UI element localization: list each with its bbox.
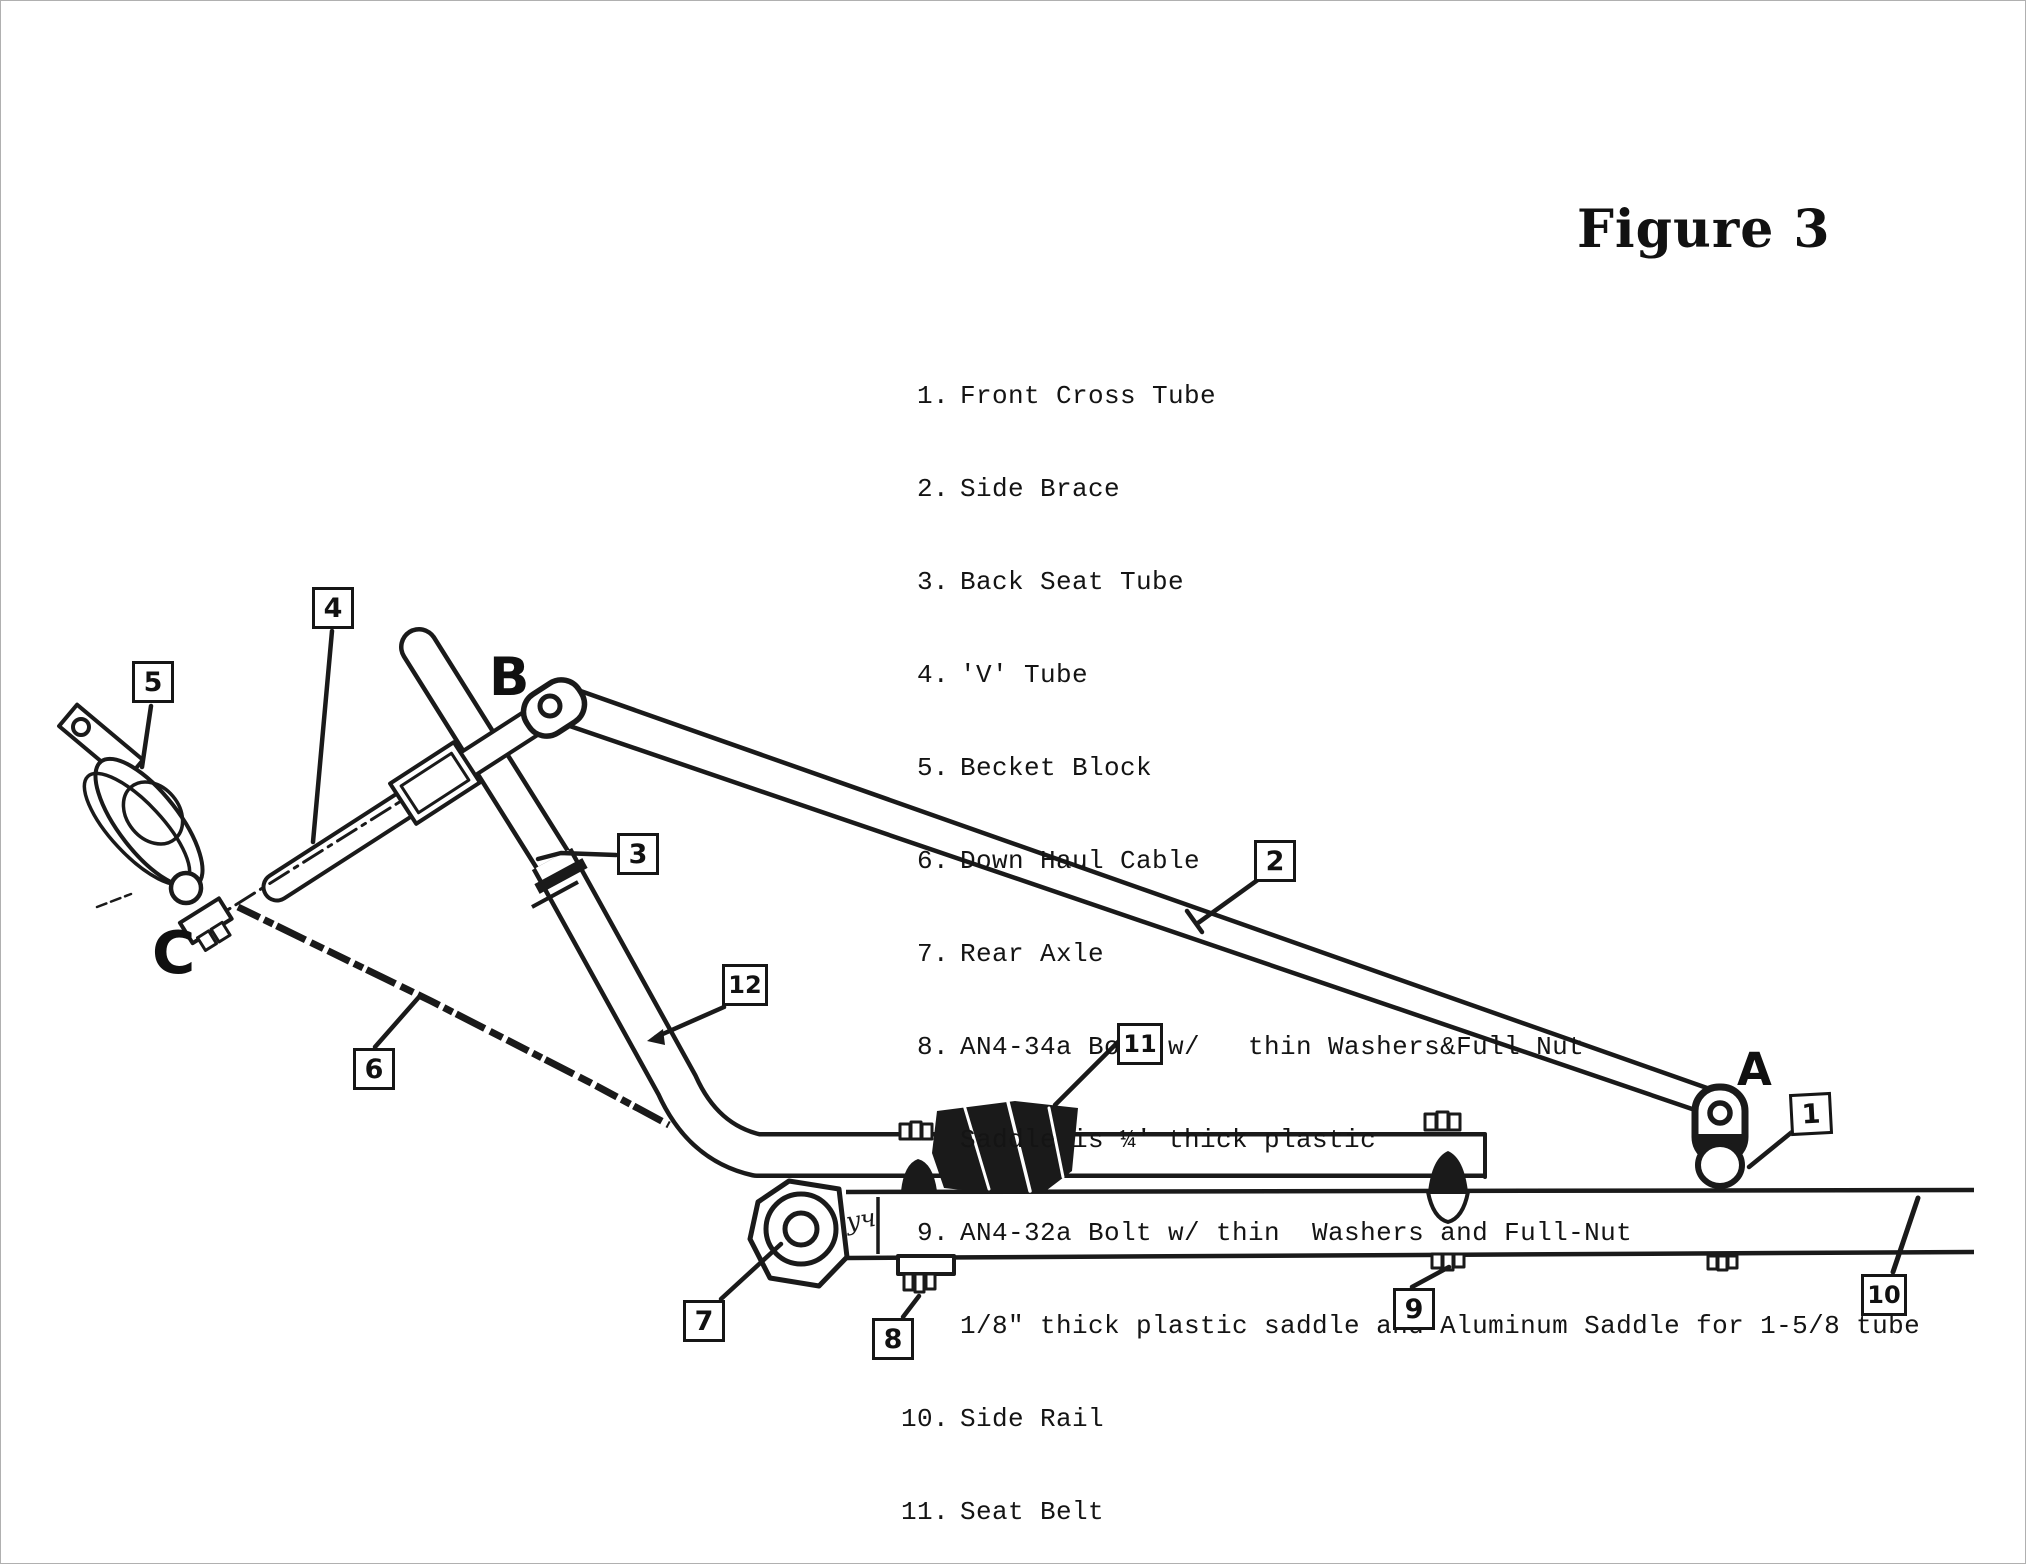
side-rail-lines [845,1187,1975,1261]
tube-joint-collar [531,858,588,909]
point-label-b: B [489,647,530,708]
v-tube-clamp [388,740,482,826]
point-a-front-cross-tube [1691,1083,1749,1272]
bolt-8-stack [896,1120,956,1294]
legend-item-7: 7.Rear Axle [916,939,1105,969]
legend-item-6: 6.Down Haul Cable [916,846,1201,876]
legend-item-1: 1.Front Cross Tube [916,381,1217,411]
down-haul-cable-line [236,903,671,1129]
callout-box-4: 4 [312,587,354,629]
seat-side-tube [531,847,1487,1179]
side-brace-lines [555,685,1710,1114]
callout-leader-lines [139,628,1795,1320]
legend-item-2: 2.Side Brace [916,474,1121,504]
callout-box-6: 6 [353,1048,395,1090]
callout-box-8: 8 [872,1318,914,1360]
seat-belt-wrap [932,1100,1078,1194]
side-rail-tick [1890,1195,1921,1275]
callout-box-5: 5 [132,661,174,703]
legend-item-4: 4.'V' Tube [916,660,1089,690]
point-b-clevis [520,677,588,739]
handwritten-mark: yч [843,1202,878,1237]
legend-item-10: 10.Side Rail [900,1404,1105,1434]
legend-item-3: 3.Back Seat Tube [916,567,1185,597]
figure-title: Figure 3 [1577,199,1831,260]
callout-box-3: 3 [617,833,659,875]
parts-legend: 1.Front Cross Tube 2.Side Brace 3.Back S… [894,319,1921,1563]
callout-box-12: 12 [722,964,768,1006]
legend-item-5: 5.Becket Block [916,753,1153,783]
legend-item-9: 9.AN4-32a Bolt w/ thin Washers and Full-… [916,1218,1633,1248]
point-label-c: C [152,918,196,987]
legend-item-9-cont: 1/8" thick plastic saddle and Aluminum S… [960,1311,1921,1341]
callout-box-11: 11 [1117,1023,1163,1065]
callout-box-10: 10 [1861,1274,1907,1316]
callout-box-9: 9 [1393,1288,1435,1330]
bolt-9-stack [1423,1110,1470,1272]
v-tube [200,695,566,928]
legend-item-8: 8.AN4-34a Bolt w/ thin Washers&Full Nut [916,1032,1585,1062]
legend-item-11: 11.Seat Belt [900,1497,1105,1527]
point-label-a: A [1737,1043,1772,1096]
callout-box-2: 2 [1254,840,1296,882]
legend-item-8-cont: Saddle is ¼' thick plastic [960,1125,1377,1155]
callout-box-1: 1 [1788,1091,1834,1137]
rear-axle-hub [747,1178,850,1289]
callout-box-7: 7 [683,1300,725,1342]
becket-block [57,702,234,952]
